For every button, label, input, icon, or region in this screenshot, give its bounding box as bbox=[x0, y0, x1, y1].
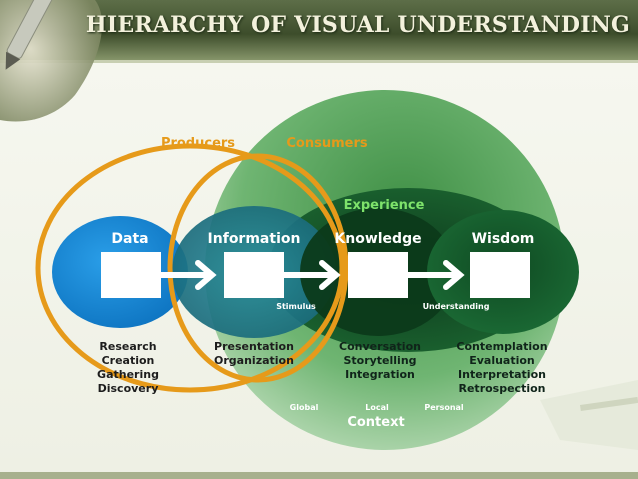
list-item: Conversation bbox=[339, 340, 421, 353]
stage-label-knowledge: Knowledge bbox=[334, 231, 421, 247]
producers-ring bbox=[35, 143, 345, 393]
transition-stimulus: Stimulus bbox=[276, 302, 316, 311]
slide-title: HIERARCHY OF VISUAL UNDERSTANDING bbox=[85, 12, 630, 38]
data-box bbox=[101, 252, 161, 298]
arrow-right-icon bbox=[158, 260, 217, 290]
transition-understanding: Understanding bbox=[423, 302, 490, 311]
context-label: Context bbox=[347, 415, 404, 430]
stage-label-data: Data bbox=[111, 231, 148, 247]
data-items: Research Creation Gathering Discovery bbox=[97, 340, 159, 395]
information-box bbox=[224, 252, 284, 298]
consumers-label: Consumers bbox=[286, 136, 367, 151]
stage-label-information: Information bbox=[208, 231, 301, 247]
list-item: Retrospection bbox=[459, 382, 546, 395]
list-item: Interpretation bbox=[458, 368, 546, 381]
list-item: Storytelling bbox=[343, 354, 416, 367]
stage-label-wisdom: Wisdom bbox=[472, 231, 535, 247]
information-items: Presentation Organization bbox=[214, 340, 294, 367]
arrow-right-icon bbox=[405, 260, 465, 290]
consumers-ring bbox=[167, 153, 349, 383]
list-item: Research bbox=[99, 340, 156, 353]
context-scale-personal: Personal bbox=[424, 403, 464, 412]
arrow-right-icon bbox=[281, 260, 341, 290]
list-item: Discovery bbox=[98, 382, 159, 395]
context-scale-local: Local bbox=[365, 403, 389, 412]
list-item: Integration bbox=[345, 368, 415, 381]
list-item: Contemplation bbox=[456, 340, 547, 353]
producers-label: Producers bbox=[161, 136, 235, 151]
list-item: Presentation bbox=[214, 340, 294, 353]
experience-label: Experience bbox=[344, 198, 425, 213]
context-scale-global: Global bbox=[290, 403, 319, 412]
knowledge-box bbox=[348, 252, 408, 298]
list-item: Creation bbox=[102, 354, 155, 367]
list-item: Evaluation bbox=[469, 354, 535, 367]
knowledge-items: Conversation Storytelling Integration bbox=[339, 340, 421, 381]
wisdom-items: Contemplation Evaluation Interpretation … bbox=[456, 340, 547, 395]
wisdom-box bbox=[470, 252, 530, 298]
list-item: Gathering bbox=[97, 368, 159, 381]
list-item: Organization bbox=[214, 354, 294, 367]
